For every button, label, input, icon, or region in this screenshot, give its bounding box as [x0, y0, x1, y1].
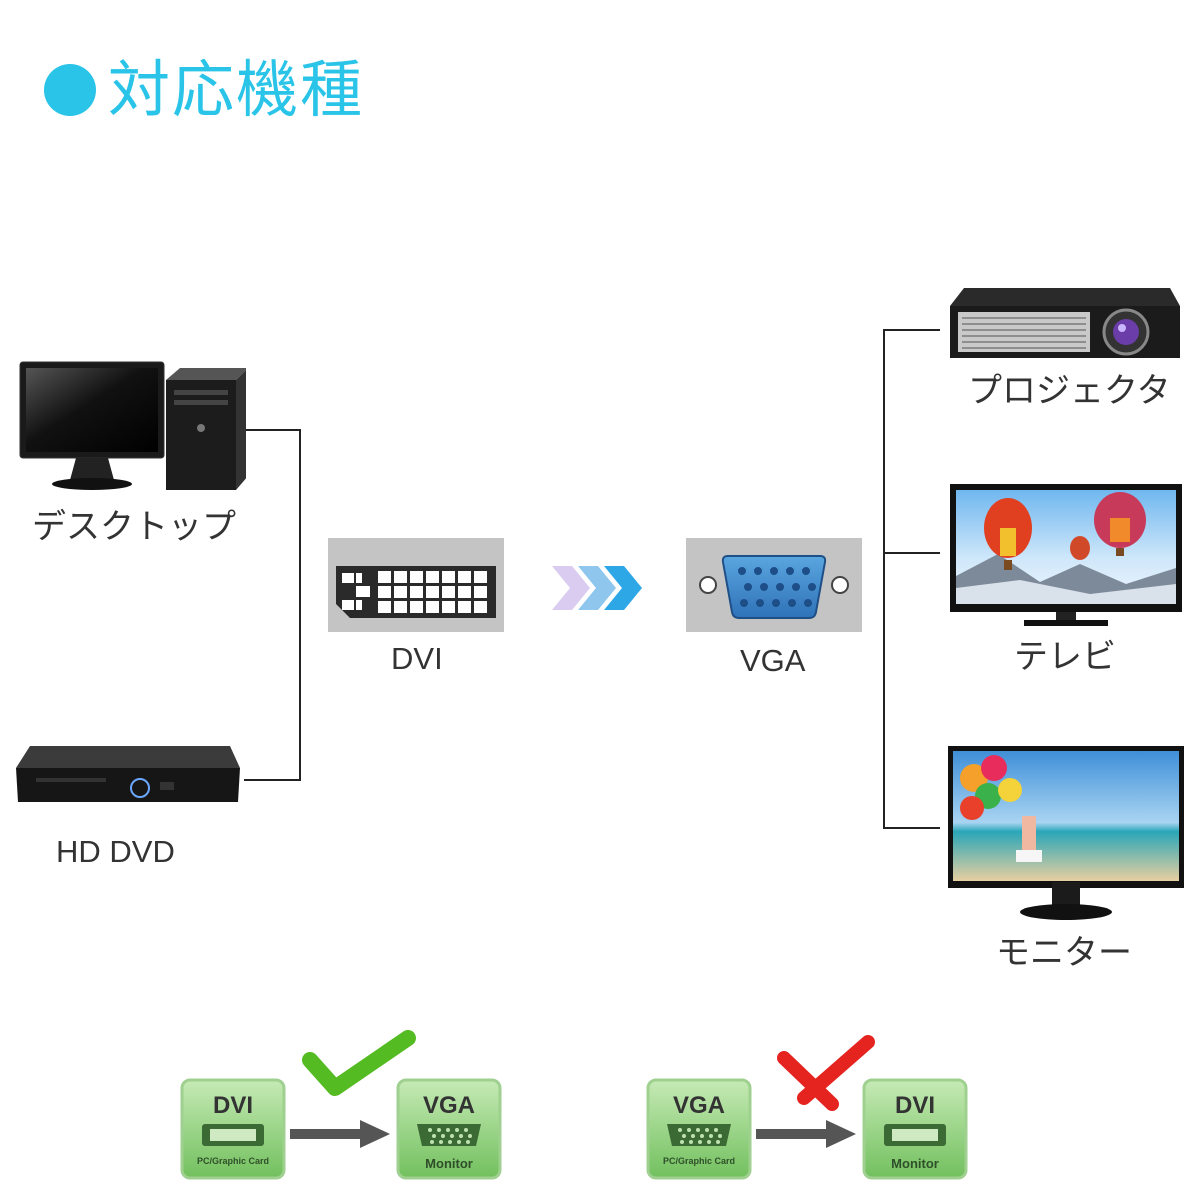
desktop-label: デスクトップ: [32, 507, 236, 547]
page-title: 対応機種: [108, 53, 365, 126]
compat-to-title: VGA: [423, 1092, 475, 1119]
cross-icon: [777, 1035, 875, 1111]
page-header: 対応機種: [44, 50, 364, 130]
check-icon: [302, 1030, 416, 1096]
compat-from-title: VGA: [673, 1092, 725, 1119]
compat-from-sub: PC/Graphic Card: [197, 1156, 269, 1166]
compat-to-sub: Monitor: [891, 1156, 939, 1171]
television-label: テレビ: [1014, 637, 1116, 677]
vga-label: VGA: [740, 643, 806, 678]
projector-icon: [950, 288, 1180, 358]
compat-from-sub: PC/Graphic Card: [663, 1156, 735, 1166]
compat-unsupported: VGA PC/Graphic Card DVI Monitor: [646, 1035, 968, 1180]
vga-connector-icon: [686, 538, 862, 632]
desktop-pc-icon: [19, 361, 246, 490]
compat-to-title: DVI: [895, 1092, 935, 1119]
bullet-dot-icon: [44, 64, 96, 116]
dvi-label: DVI: [391, 641, 443, 676]
compat-to-sub: Monitor: [425, 1156, 473, 1171]
monitor-icon: [948, 746, 1184, 920]
compat-supported: DVI PC/Graphic Card VGA Monitor: [180, 1030, 502, 1180]
monitor-label: モニター: [996, 933, 1132, 973]
television-icon: [950, 484, 1182, 626]
projector-label: プロジェクタ: [968, 371, 1171, 411]
hd-dvd-label: HD DVD: [56, 834, 175, 869]
dvd-player-icon: [16, 746, 240, 802]
compat-from-title: DVI: [213, 1092, 253, 1119]
chevron-right-icon: [552, 566, 642, 610]
dvi-connector-icon: [328, 538, 504, 632]
